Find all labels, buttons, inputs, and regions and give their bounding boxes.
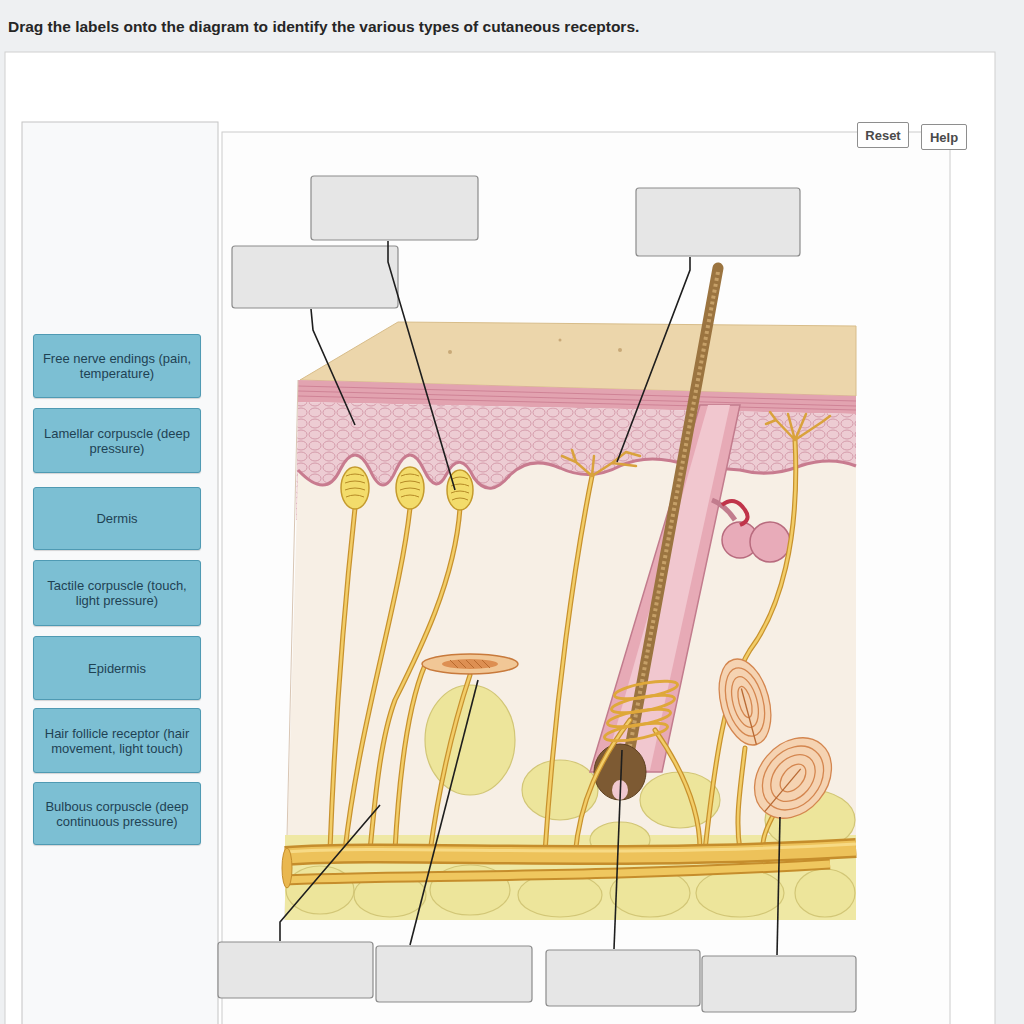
lamellar-corpuscle bbox=[739, 722, 848, 833]
label-text: Lamellar corpuscle (deep pressure) bbox=[40, 426, 194, 456]
label-text: Bulbous corpuscle (deep continuous press… bbox=[40, 799, 194, 829]
nerve-bundle bbox=[282, 844, 856, 888]
label-tile: Hair follicle receptor (hair movement, l… bbox=[33, 708, 201, 773]
instruction-title: Drag the labels onto the diagram to iden… bbox=[8, 18, 639, 36]
label-text: Hair follicle receptor (hair movement, l… bbox=[40, 726, 194, 756]
hair-shaft bbox=[626, 268, 718, 770]
label-text: Tactile corpuscle (touch, light pressure… bbox=[40, 578, 194, 608]
label-panel bbox=[22, 122, 218, 1024]
label-text: Free nerve endings (pain, temperature) bbox=[40, 351, 194, 381]
label-tile: Bulbous corpuscle (deep continuous press… bbox=[33, 782, 201, 845]
drop-target bbox=[218, 176, 856, 1012]
tactile-corpuscles bbox=[341, 467, 473, 510]
outer-frame bbox=[5, 52, 995, 1024]
sebaceous-gland bbox=[712, 500, 790, 562]
label-text: Epidermis bbox=[88, 661, 146, 676]
leader-line bbox=[280, 241, 780, 955]
bulbous-corpuscle bbox=[422, 654, 518, 674]
hair-receptor-coil bbox=[603, 678, 678, 745]
button-text: Help bbox=[930, 130, 958, 145]
lamellar-corpuscle bbox=[710, 653, 779, 750]
diagram-panel bbox=[222, 132, 950, 1024]
hair-follicle bbox=[590, 405, 740, 772]
label-text: Dermis bbox=[96, 511, 137, 526]
reset-button: Reset bbox=[857, 122, 909, 148]
label-tile: Tactile corpuscle (touch, light pressure… bbox=[33, 560, 201, 626]
label-tile: Dermis bbox=[33, 487, 201, 550]
label-tile: Lamellar corpuscle (deep pressure) bbox=[33, 408, 201, 473]
dermis-layer bbox=[285, 455, 856, 920]
label-tile: Epidermis bbox=[33, 636, 201, 700]
button-text: Reset bbox=[865, 128, 900, 143]
label-tile: Free nerve endings (pain, temperature) bbox=[33, 334, 201, 398]
help-button: Help bbox=[921, 124, 967, 150]
